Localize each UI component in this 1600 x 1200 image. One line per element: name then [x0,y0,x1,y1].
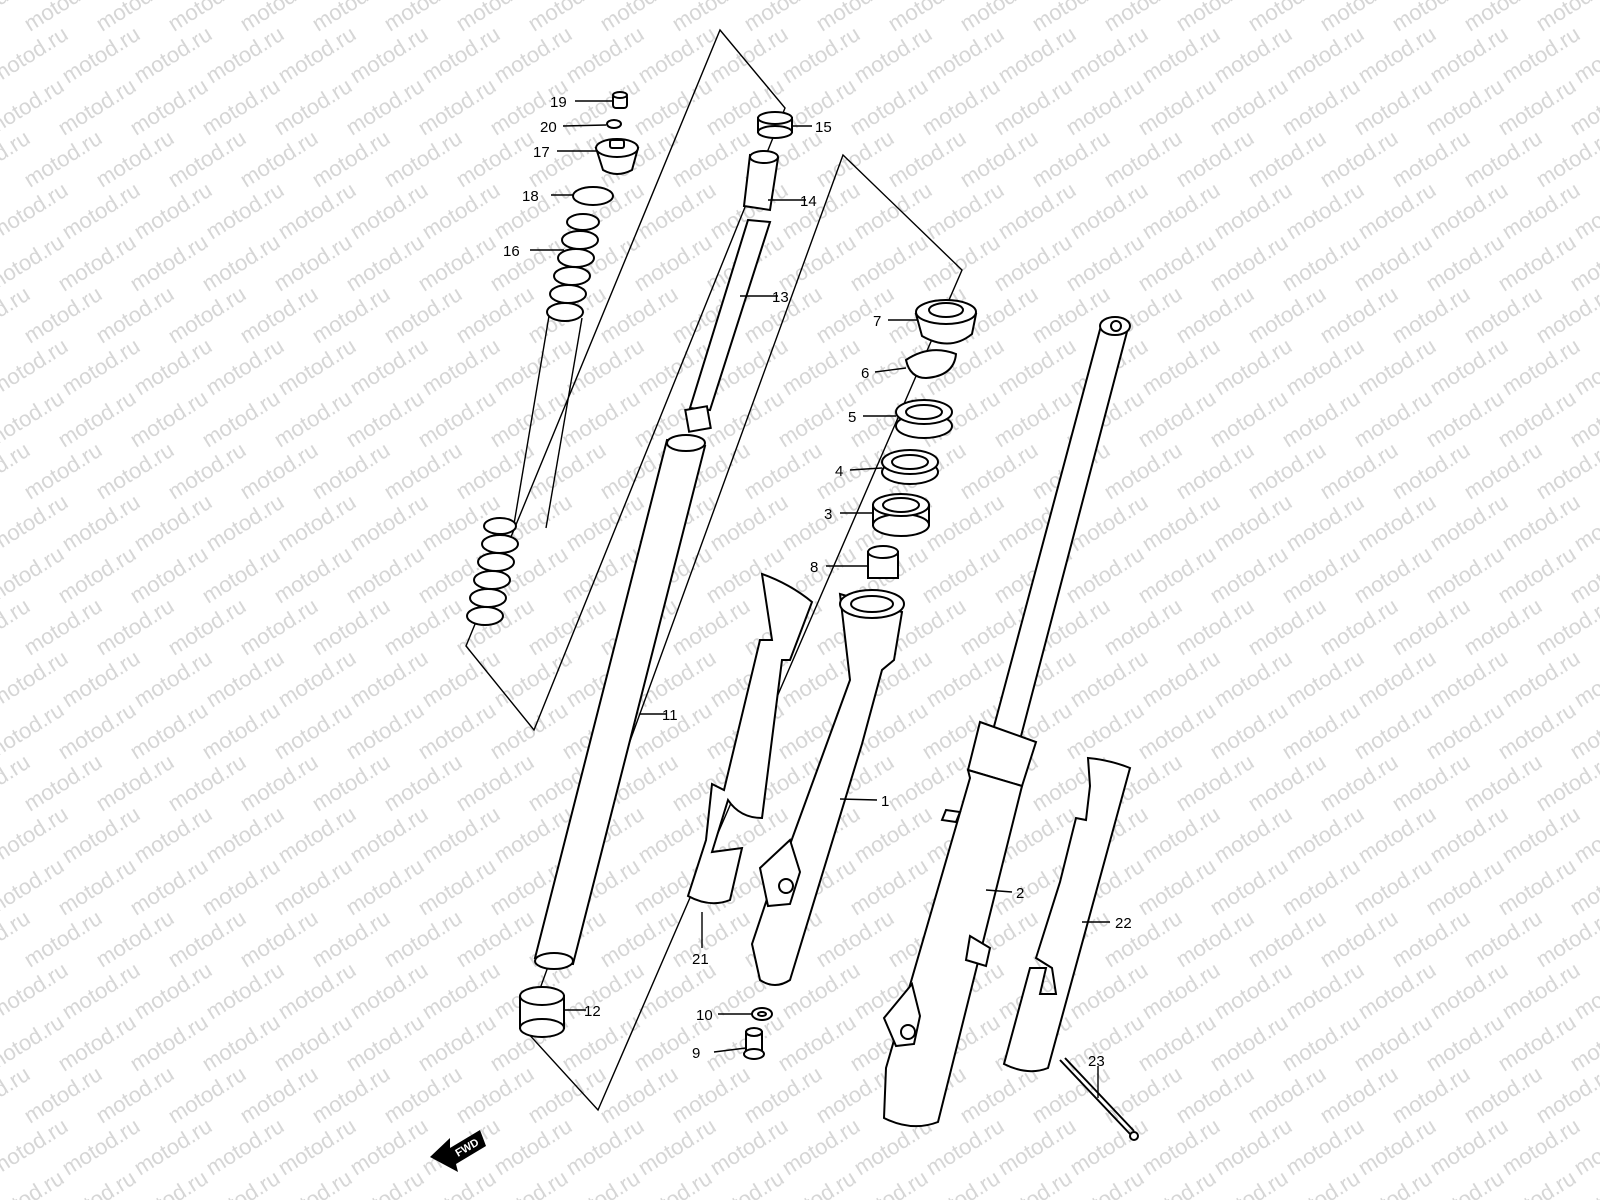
callout-13: 13 [772,289,789,306]
callout-23: 23 [1088,1053,1105,1070]
callout-21: 21 [692,951,709,968]
watermark-text: motod.ru [0,385,68,452]
outer-tube-cover-right [1002,756,1132,1073]
oil-lock-piece [867,545,899,579]
retaining-ring [904,349,958,380]
spacer-collar [757,111,793,139]
inner-tube [533,434,707,970]
cap-bolt-o-ring [606,119,622,129]
callout-1: 1 [881,793,889,810]
callout-5: 5 [848,409,856,426]
oil-seal [895,399,953,439]
watermark-text: motod.ru [0,229,68,296]
callout-14: 14 [800,193,817,210]
callout-22: 22 [1115,915,1132,932]
fork-assembly-right [882,316,1131,1128]
watermark-text: motod.ru [0,1009,68,1076]
cap-bolt [612,91,628,109]
outer-tube-left [750,589,905,986]
callout-3: 3 [824,506,832,523]
watermark-text: motod.ru [0,697,68,764]
watermark-text: motod.ru [0,73,68,140]
fork-cap [594,138,640,175]
callout-18: 18 [522,188,539,205]
callout-20: 20 [540,119,557,136]
callout-9: 9 [692,1045,700,1062]
callout-12: 12 [584,1003,601,1020]
callout-17: 17 [533,144,550,161]
watermark-text: motod.ru [0,853,68,920]
callout-16: 16 [503,243,520,260]
cover-pin [1059,1057,1139,1141]
drain-bolt [743,1027,765,1060]
dust-seal [914,299,978,345]
oil-seal-washer [881,449,939,485]
callout-6: 6 [861,365,869,382]
fork-spring [466,213,600,626]
watermark-text: motod.ru [0,541,68,608]
slide-bush [519,986,565,1038]
drain-washer [751,1007,773,1021]
callout-10: 10 [696,1007,713,1024]
callout-8: 8 [810,559,818,576]
callout-labels: 19 20 17 18 16 15 14 13 7 6 5 4 3 8 11 1… [503,94,1132,1070]
outer-tube-cover-left [686,572,814,905]
callout-11: 11 [662,707,678,724]
cap-o-ring [572,186,614,206]
leader-lines [530,100,1110,1098]
callout-19: 19 [550,94,567,111]
guide-bush [872,493,930,537]
damper-rod [684,150,780,433]
callout-15: 15 [815,119,832,136]
callout-7: 7 [873,313,881,330]
frame-outline-left [465,28,786,732]
callout-2: 2 [1016,885,1024,902]
callout-4: 4 [835,463,843,480]
